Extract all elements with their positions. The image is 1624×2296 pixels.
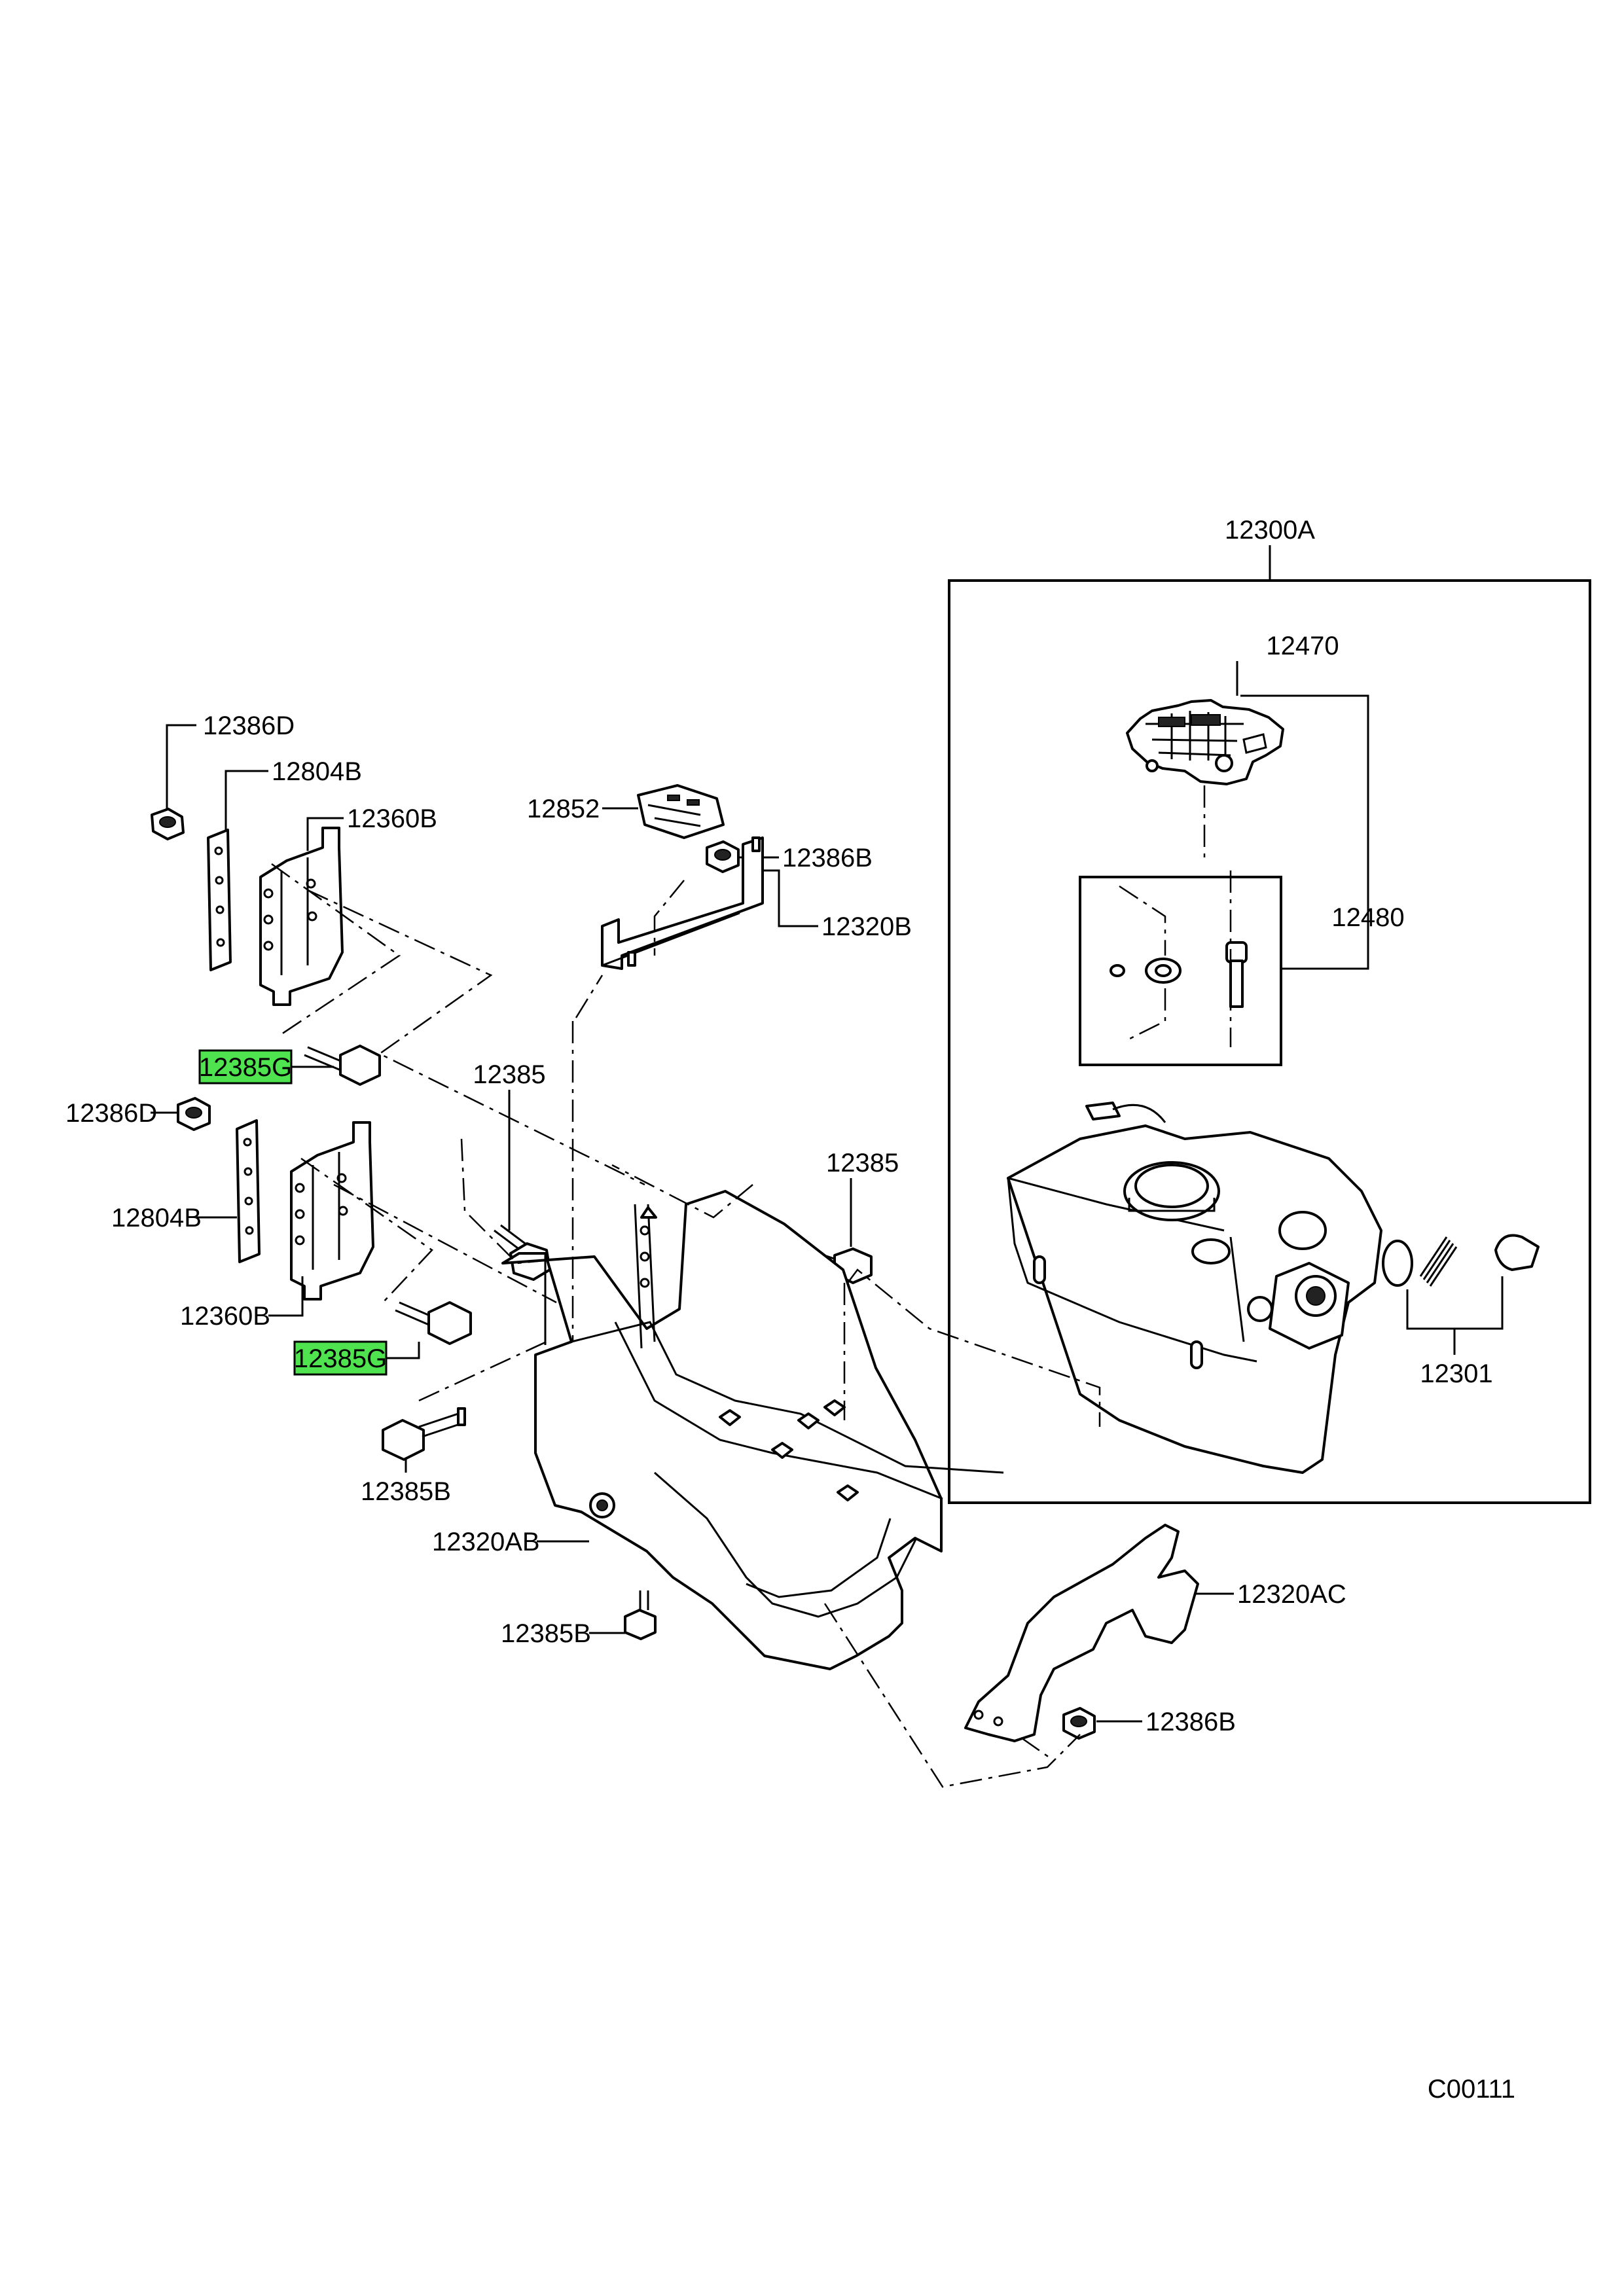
nut-12386D-left[interactable] (177, 1097, 211, 1131)
bolt-12385G-top[interactable] (304, 1045, 381, 1086)
callout-12360B-left[interactable]: 12360B (180, 1302, 270, 1331)
highlight-12385G-bottom (293, 1340, 388, 1376)
callout-12320AC[interactable]: 12320AC (1237, 1580, 1346, 1609)
bracket-12360B-left[interactable] (290, 1121, 374, 1300)
callout-12385B-left[interactable]: 12385B (361, 1477, 451, 1506)
callout-12852[interactable]: 12852 (527, 795, 600, 823)
plate-12804B-top[interactable] (207, 829, 232, 971)
filler-cap-12301[interactable] (1382, 1234, 1540, 1287)
callout-12386D-left[interactable]: 12386D (65, 1099, 157, 1128)
nut-12386B-top[interactable] (706, 840, 740, 873)
callout-12385G-bottom[interactable]: 12385G (294, 1344, 387, 1373)
callout-12320AB[interactable]: 12320AB (432, 1528, 540, 1556)
callout-12301[interactable]: 12301 (1420, 1359, 1492, 1388)
bracket-12360B-top[interactable] (259, 827, 344, 1006)
fuel-tank[interactable] (1007, 1102, 1382, 1474)
callout-12386D-top[interactable]: 12386D (203, 711, 295, 740)
nut-12386B-bottom[interactable] (1062, 1707, 1096, 1740)
assembly-box-12300A (948, 545, 1591, 1504)
callout-12385G-top[interactable]: 12385G (199, 1053, 292, 1082)
callout-12385-mid[interactable]: 12385 (473, 1060, 545, 1089)
callout-12320B[interactable]: 12320B (821, 912, 912, 941)
diagram-code: C00111 (1428, 2075, 1515, 2104)
bracket-12320AB[interactable] (501, 1190, 1004, 1670)
nut-12386D-top[interactable] (151, 808, 185, 840)
kit-box-12480 (1079, 876, 1282, 1066)
phantom-lines (271, 863, 1101, 1788)
callout-12385-right[interactable]: 12385 (826, 1149, 899, 1177)
callout-12480[interactable]: 12480 (1331, 903, 1404, 932)
callout-12804B-left[interactable]: 12804B (111, 1204, 202, 1232)
callout-12386B-bottom[interactable]: 12386B (1146, 1708, 1236, 1736)
bolt-12385B-bottom[interactable] (624, 1590, 657, 1640)
bolt-12385G-bottom[interactable] (395, 1301, 472, 1345)
fuel-pump-12470[interactable] (1126, 699, 1284, 785)
callout-12385B-bottom[interactable]: 12385B (501, 1619, 591, 1648)
callout-12300A[interactable]: 12300A (1225, 516, 1315, 545)
highlight-12385G-top (198, 1049, 293, 1085)
plate-12804B-left[interactable] (236, 1119, 261, 1263)
bolt-12385B-left[interactable] (382, 1407, 466, 1461)
callout-12386B-top[interactable]: 12386B (782, 844, 873, 872)
kit-12480-parts[interactable] (1110, 941, 1248, 1008)
callout-12804B-top[interactable]: 12804B (272, 757, 362, 786)
bracket-12320B[interactable] (601, 836, 764, 970)
bracket-12320AC[interactable] (964, 1524, 1199, 1742)
relay-12852[interactable] (637, 784, 725, 839)
callout-12470[interactable]: 12470 (1266, 632, 1339, 660)
callout-12360B-top[interactable]: 12360B (347, 804, 437, 833)
